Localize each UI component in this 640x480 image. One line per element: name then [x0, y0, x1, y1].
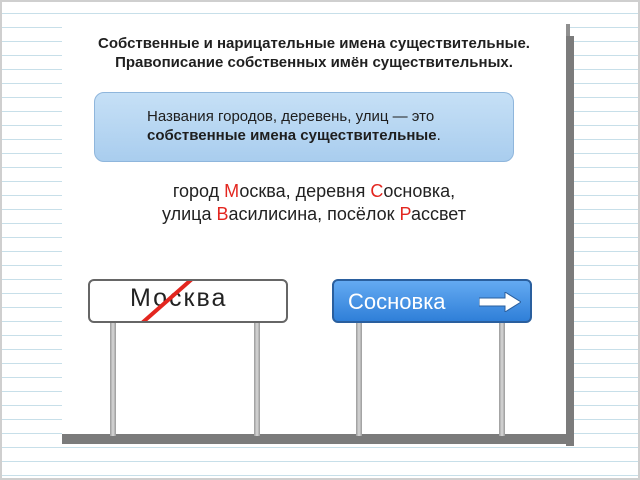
sign-pole [356, 323, 362, 436]
capital-letter: Р [399, 204, 411, 224]
capital-letter: С [370, 181, 384, 201]
example-text: асилисина, посёлок [228, 204, 400, 224]
rule-line-1: Названия городов, деревень, улиц — это [147, 108, 435, 125]
rule-line-2: собственные имена существительные. [147, 126, 513, 145]
sign-sosnovka: Сосновка [332, 279, 532, 323]
arrow-right-icon [479, 292, 521, 312]
example-text: улица [162, 204, 217, 224]
example-text: основка, [383, 181, 456, 201]
example-text: город [172, 181, 225, 201]
examples: город Москва, деревня Сосновка, улица Ва… [62, 180, 566, 226]
example-text: ассвет [410, 204, 466, 224]
examples-line-2: улица Василисина, посёлок Рассвет [62, 203, 566, 226]
example-text: осква, деревня [239, 181, 371, 201]
examples-line-1: город Москва, деревня Сосновка, [62, 180, 566, 203]
rule-bold-text: собственные имена существительные [147, 127, 437, 144]
sign-moskva-label: Москва [130, 284, 228, 312]
paper-right-shadow [566, 36, 574, 446]
ground-line [62, 434, 574, 444]
red-strike-icon [141, 281, 193, 321]
title-line-1: Собственные и нарицательные имена сущест… [98, 35, 530, 52]
capital-letter: В [216, 204, 229, 224]
sign-pole [110, 323, 116, 436]
sign-moskva: Москва [88, 279, 288, 323]
slide-paper [62, 20, 566, 438]
sign-pole [499, 323, 505, 436]
rule-end: . [436, 127, 441, 144]
slide-title: Собственные и нарицательные имена сущест… [62, 34, 566, 72]
capital-letter: М [224, 181, 240, 201]
title-line-2: Правописание собственных имён существите… [115, 54, 513, 71]
sign-sosnovka-label: Сосновка [348, 289, 446, 314]
sign-pole [254, 323, 260, 436]
rule-box: Названия городов, деревень, улиц — это с… [94, 92, 514, 162]
